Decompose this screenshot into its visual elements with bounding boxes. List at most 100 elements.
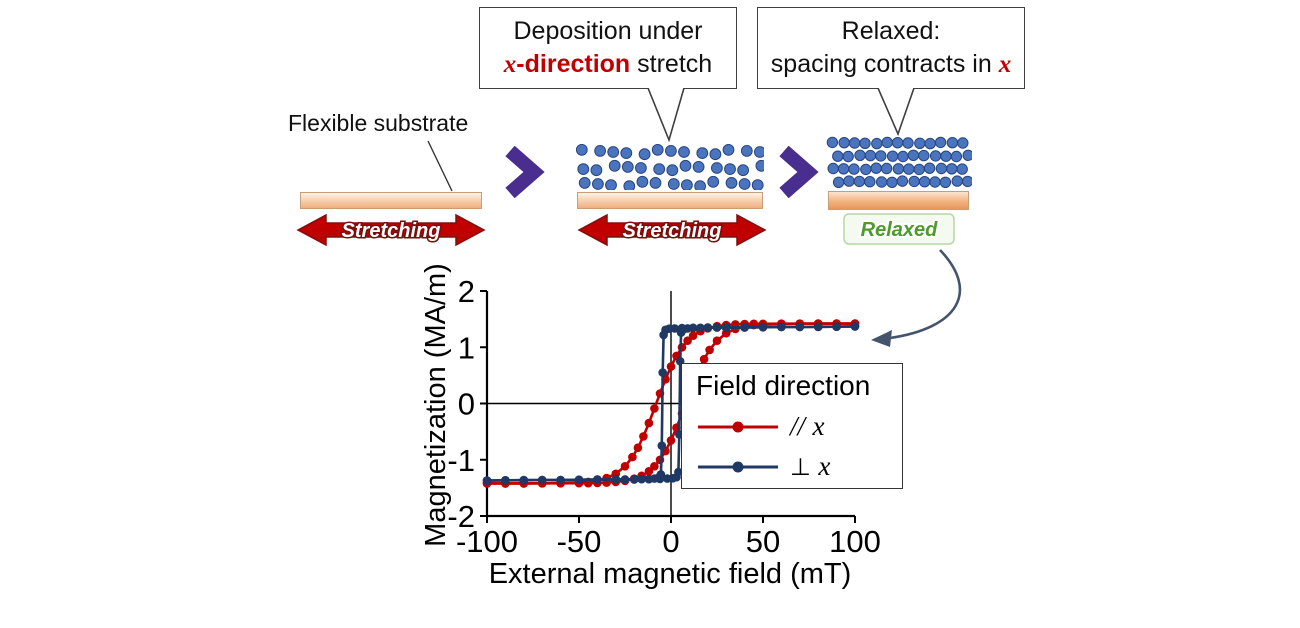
particle-sphere [620,147,633,160]
callout-relaxed-line2: spacing contracts in x [758,48,1024,81]
chevron-right-icon [505,146,545,198]
particle-sphere [679,159,692,172]
particle-sphere [902,137,914,149]
flexible-substrate-label: Flexible substrate [288,110,469,136]
data-point-marker [703,323,713,332]
callout-relaxed: Relaxed: spacing contracts in x [757,7,1025,89]
particle-sphere [886,150,899,162]
data-point-marker [501,476,510,485]
particle-sphere [871,137,883,150]
particle-sphere [711,162,723,174]
data-point-marker [832,322,841,331]
x-variable: x [998,51,1012,78]
particle-sphere [860,163,872,176]
data-point-marker [688,323,698,333]
particle-sphere [875,176,888,188]
data-point-marker [650,404,659,413]
data-point-marker [674,467,683,477]
legend-line-perpendicular [698,461,778,472]
double-arrow-shape [296,213,486,247]
particle-sphere [939,176,952,188]
particle-sphere [864,176,876,188]
particle-sphere [832,176,845,188]
particle-sphere [607,146,620,158]
data-point-marker [650,462,659,471]
particle-sphere [870,162,882,174]
particle-sphere [946,137,959,149]
particle-sphere [692,161,705,173]
x-tick-label: 100 [829,524,881,559]
nanoparticle-layer-stretched [576,144,764,190]
stretching-arrow-stage1: Stretching [296,213,486,247]
particle-sphere [707,175,720,188]
particle-sphere [594,145,607,157]
particle-sphere [864,149,877,162]
callout-deposition-pointer [647,88,685,142]
legend-entry-perpendicular: ⊥ x [696,451,902,482]
data-point-marker [644,467,654,476]
particle-sphere [623,180,636,190]
particle-sphere [848,137,861,149]
chart-legend: Field direction // x ⊥ x [681,363,903,489]
particle-sphere [694,180,706,190]
particle-sphere [725,177,738,189]
particle-sphere [950,150,963,163]
relaxed-to-chart-arrow [889,249,962,340]
particle-sphere [576,144,588,156]
particle-sphere [651,144,664,156]
particle-sphere [621,161,634,173]
data-point-marker [637,474,646,484]
particle-sphere [903,163,915,175]
data-point-marker [666,436,676,445]
particle-sphere [892,163,905,175]
particle-sphere [918,176,931,188]
data-point-marker [537,475,547,485]
data-point-marker [699,354,709,364]
particle-sphere [578,177,591,189]
particle-sphere [853,175,866,188]
data-point-marker [850,322,860,331]
data-point-marker [813,322,823,332]
callout-deposition-line2: x-direction stretch [480,48,736,81]
particle-sphere [940,150,952,162]
particle-sphere [592,178,604,190]
particle-sphere [838,137,850,149]
data-point-marker [659,330,668,340]
callout-relaxed-pointer [877,88,915,136]
data-point-marker [593,475,602,484]
particle-sphere [842,150,854,163]
data-point-marker [556,475,565,485]
particle-sphere [590,164,603,177]
particle-sphere [886,176,898,188]
data-point-marker [657,441,667,450]
direction-text: -direction [516,50,631,78]
particle-sphere [913,163,925,176]
particle-sphere [666,164,679,177]
particle-sphere [875,150,887,162]
particle-sphere [907,149,920,161]
data-point-marker [683,336,692,345]
particle-sphere [665,145,677,157]
legend-line-parallel [698,421,778,432]
particle-sphere [962,149,972,161]
stretching-caption: Stretching [623,220,722,242]
particle-sphere [908,175,920,188]
data-point-marker [611,475,621,484]
y-tick-label: 2 [458,274,475,309]
particle-sphere [605,179,617,190]
particle-sphere [896,175,909,187]
data-point-marker [620,462,630,471]
particle-sphere [653,163,666,176]
particle-sphere [635,162,647,174]
legend-title: Field direction [696,370,871,401]
data-point-marker [482,476,492,485]
particle-sphere [934,136,947,149]
data-point-marker [677,323,687,333]
data-point-marker [740,323,749,332]
chevron-right-icon [779,146,819,198]
data-point-marker [658,368,667,377]
y-tick-label: -1 [447,443,475,478]
stretch-text: stretch [630,50,713,78]
particle-sphere [951,175,963,187]
